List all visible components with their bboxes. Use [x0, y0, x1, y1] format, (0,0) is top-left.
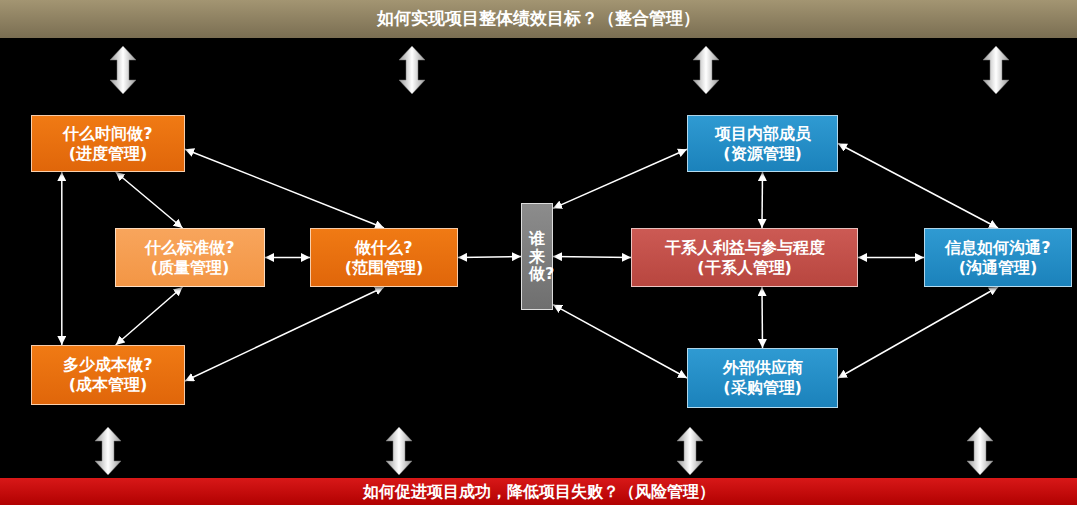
role-box: 谁来做? [521, 203, 553, 310]
box-subtitle: (成本管理) [69, 375, 148, 395]
process-box: 什么标准做?(质量管理) [115, 228, 265, 287]
double-arrow [386, 427, 412, 475]
connector-arrow [761, 287, 763, 348]
double-arrow [983, 46, 1009, 94]
box-title: 多少成本做? [63, 355, 152, 375]
box-subtitle: (范围管理) [345, 258, 424, 278]
connector-arrow [838, 287, 998, 378]
connector-arrow [858, 257, 924, 259]
connector-arrow [61, 172, 63, 345]
box-title: 什么时间做? [63, 124, 152, 144]
box-title: 如何促进项目成功，降低项目失败？（风险管理） [363, 482, 715, 502]
connector-arrow [185, 149, 384, 228]
process-box: 做什么?(范围管理) [310, 228, 458, 287]
double-arrow [95, 427, 121, 475]
process-box: 多少成本做?(成本管理) [31, 345, 185, 405]
connector-arrow [185, 287, 384, 381]
box-title: 干系人利益与参与程度 [665, 238, 825, 258]
box-subtitle: (资源管理) [723, 144, 802, 164]
double-arrow [110, 46, 136, 94]
box-title: 谁来做? [529, 230, 545, 283]
box-subtitle: (沟通管理) [959, 258, 1038, 278]
box-title: 做什么? [355, 238, 412, 258]
risk-band: 如何促进项目成功，降低项目失败？（风险管理） [0, 478, 1077, 505]
connector-arrow [116, 287, 183, 345]
double-arrow [693, 46, 719, 94]
connector-arrow [116, 172, 183, 228]
box-title: 什么标准做? [145, 238, 234, 258]
box-subtitle: (干系人管理) [697, 258, 792, 278]
box-subtitle: (进度管理) [69, 144, 148, 164]
process-box: 干系人利益与参与程度(干系人管理) [631, 228, 858, 287]
connector-arrow [838, 144, 998, 229]
connector-arrow [553, 149, 687, 208]
connector-arrow [265, 257, 310, 259]
process-box: 项目内部成员(资源管理) [687, 115, 838, 172]
box-title: 如何实现项目整体绩效目标？（整合管理） [377, 8, 700, 29]
connector-arrow [553, 257, 631, 258]
box-title: 外部供应商 [723, 358, 803, 378]
box-subtitle: (质量管理) [151, 258, 230, 278]
box-title: 信息如何沟通? [945, 238, 1050, 258]
process-box: 外部供应商(采购管理) [687, 348, 838, 408]
double-arrow [399, 46, 425, 94]
connector-arrow [553, 305, 687, 378]
box-subtitle: (采购管理) [723, 378, 802, 398]
box-title: 项目内部成员 [715, 124, 811, 144]
connector-arrow [761, 172, 763, 228]
connector-arrow [458, 257, 521, 258]
double-arrow [967, 427, 993, 475]
double-arrow [677, 427, 703, 475]
goal-band: 如何实现项目整体绩效目标？（整合管理） [0, 0, 1077, 38]
process-box: 信息如何沟通?(沟通管理) [924, 228, 1072, 287]
process-box: 什么时间做?(进度管理) [31, 115, 185, 172]
